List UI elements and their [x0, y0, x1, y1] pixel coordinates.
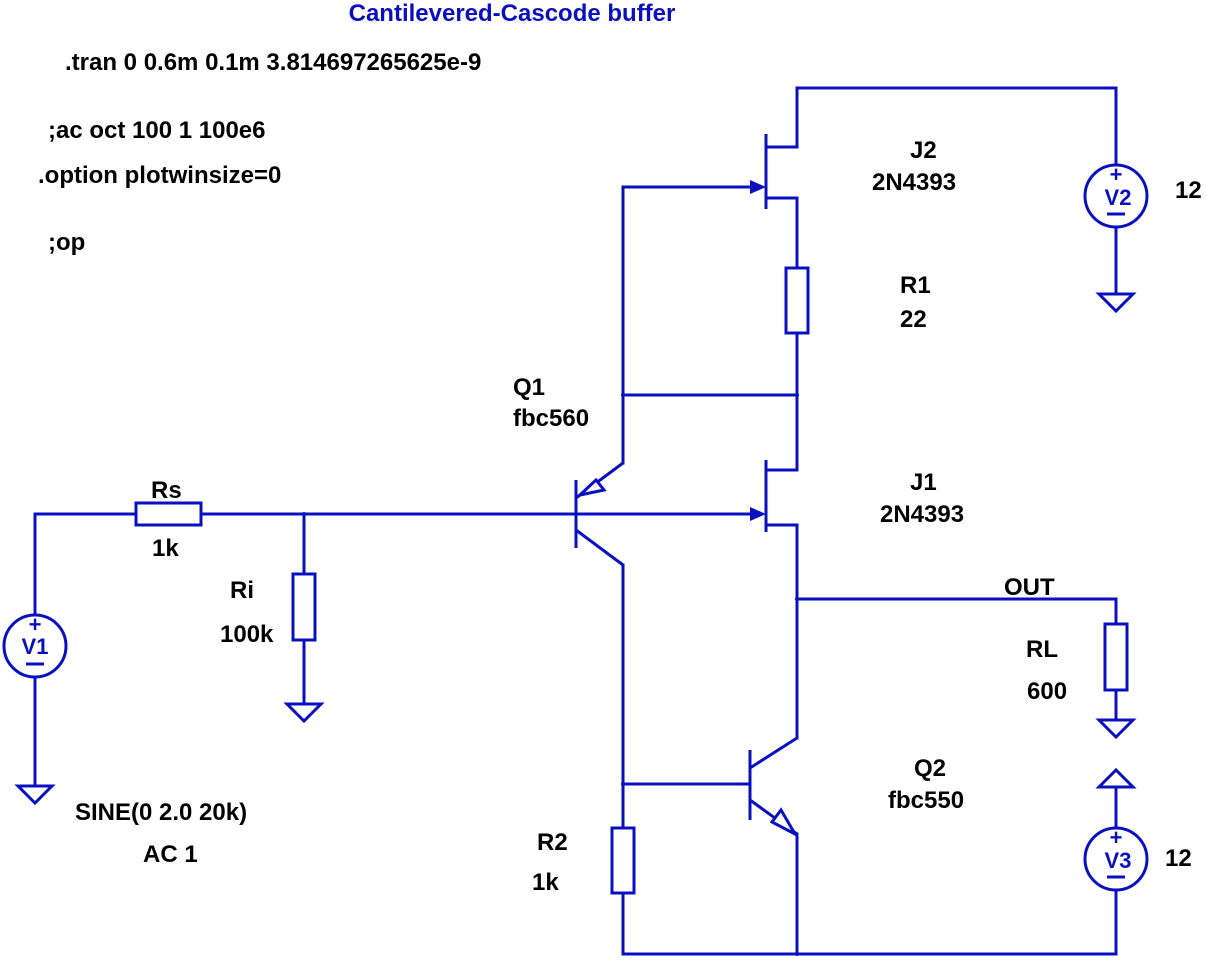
resistor-rs[interactable]: [134, 501, 203, 527]
resistor-ri[interactable]: [291, 572, 317, 642]
q2-emitter-arrow: [769, 807, 799, 838]
v2-body: [1083, 163, 1149, 229]
r2-value-label: 1k: [532, 869, 559, 896]
j2-name-label: J2: [910, 137, 937, 164]
junction-dot: [795, 952, 799, 956]
v1-ac-label: AC 1: [143, 841, 198, 868]
jfet-j1[interactable]: [750, 460, 797, 532]
junction-dot: [621, 393, 625, 397]
v1-name-label: V1: [22, 634, 49, 659]
option-directive[interactable]: .option plotwinsize=0: [38, 162, 281, 189]
ground-icon-v1: [14, 784, 56, 806]
wires: [33, 86, 1118, 956]
rl-value-label: 600: [1027, 678, 1067, 705]
ground-icon-v2: [1095, 292, 1137, 314]
v2-name-label: V2: [1105, 185, 1132, 210]
voltage-source-v2[interactable]: + V2: [1083, 162, 1149, 229]
v3-name-label: V3: [1105, 848, 1132, 873]
v1-value-label: SINE(0 2.0 20k): [75, 799, 247, 826]
schematic-title: Cantilevered-Cascode buffer: [349, 0, 676, 27]
rs-value-label: 1k: [152, 535, 179, 562]
junctions: [302, 393, 799, 956]
v1-plus-icon: +: [29, 612, 42, 637]
junction-dot: [302, 512, 306, 516]
q1-emitter-arrow: [575, 477, 607, 498]
junction-dot: [621, 782, 625, 786]
junction-dot: [795, 597, 799, 601]
resistor-r1[interactable]: [784, 266, 810, 335]
r1-name-label: R1: [900, 272, 931, 299]
transistor-q1[interactable]: [574, 461, 624, 567]
ac-directive[interactable]: ;ac oct 100 1 100e6: [48, 117, 266, 144]
ground-icon-ri: [283, 702, 325, 724]
q1-collector-lead: [575, 528, 624, 567]
resistor-r2[interactable]: [610, 826, 636, 895]
v3-body: [1083, 826, 1149, 892]
ground-icon-rl: [1095, 718, 1137, 740]
v2-plus-icon: +: [1110, 162, 1123, 187]
ri-value-label: 100k: [220, 621, 274, 648]
v3-value-label: 12: [1165, 845, 1192, 872]
jfet-j2[interactable]: [750, 134, 797, 209]
q1-model-label: fbc560: [513, 405, 589, 432]
rl-name-label: RL: [1026, 636, 1058, 663]
op-directive[interactable]: ;op: [48, 229, 85, 256]
q2-model-label: fbc550: [888, 787, 964, 814]
voltage-source-v3[interactable]: + V3: [1083, 825, 1149, 892]
q1-name-label: Q1: [513, 374, 545, 401]
wire-v1-rs[interactable]: [33, 512, 138, 618]
wire-bottom-rail[interactable]: [621, 888, 1118, 956]
rs-name-label: Rs: [151, 477, 182, 504]
ri-name-label: Ri: [230, 577, 254, 604]
j1-gate-arrow: [750, 507, 766, 521]
v3-plus-icon: +: [1110, 825, 1123, 850]
voltage-source-v1[interactable]: + V1: [2, 612, 68, 679]
j1-name-label: J1: [910, 469, 937, 496]
wire-j2-drain-v2[interactable]: [795, 86, 1118, 167]
r1-value-label: 22: [900, 306, 927, 333]
wire-out-rl[interactable]: [795, 597, 1118, 626]
tran-directive[interactable]: .tran 0 0.6m 0.1m 3.814697265625e-9: [65, 49, 481, 76]
j2-model-label: 2N4393: [872, 169, 956, 196]
ground-icon-v3: [1095, 767, 1137, 789]
wire-j2-gate[interactable]: [621, 185, 754, 465]
j1-model-label: 2N4393: [880, 501, 964, 528]
junction-dot: [795, 393, 799, 397]
v2-value-label: 12: [1175, 177, 1202, 204]
v1-body: [2, 613, 68, 679]
q2-collector-lead: [749, 736, 798, 770]
r2-name-label: R2: [537, 829, 568, 856]
j2-gate-arrow: [750, 180, 766, 194]
resistor-rl[interactable]: [1103, 622, 1129, 692]
q2-name-label: Q2: [914, 755, 946, 782]
out-net-label: OUT: [1004, 574, 1055, 601]
transistor-q2[interactable]: [748, 736, 799, 838]
